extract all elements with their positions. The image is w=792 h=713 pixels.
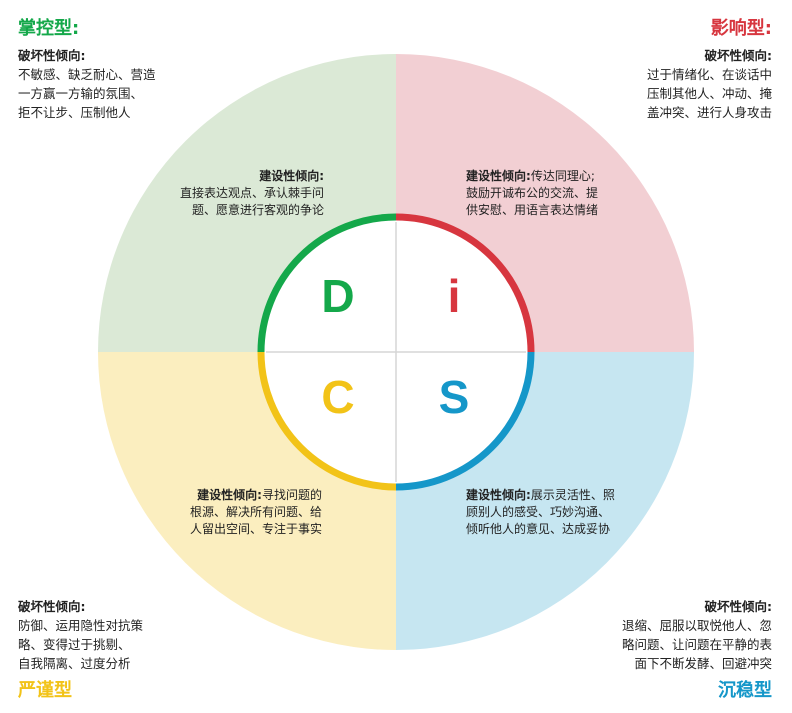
text-line: 略问题、让问题在平静的表 bbox=[621, 637, 772, 652]
text-line: 不敏感、缺乏耐心、营造 bbox=[18, 67, 156, 82]
constructive-block-c: 建设性倾向:寻找问题的 根源、解决所有问题、给 人留出空间、专注于事实 bbox=[190, 487, 322, 538]
text-line: 寻找问题的 bbox=[261, 488, 322, 502]
constructive-block-d: 建设性倾向: 直接表达观点、承认棘手问 题、愿意进行客观的争论 bbox=[180, 168, 324, 219]
destructive-block-c: 破坏性倾向: 防御、运用隐性对抗策 略、变得过于挑剔、 自我隔离、过度分析 bbox=[18, 597, 143, 673]
text-line: 面下不断发酵、回避冲突 bbox=[634, 656, 772, 671]
ring-arc-d bbox=[257, 213, 397, 353]
text-line: 供安慰、用语言表达情绪 bbox=[466, 203, 599, 217]
destructive-block-i: 破坏性倾向: 过于情绪化、在谈话中 压制其他人、冲动、掩 盖冲突、进行人身攻击 bbox=[647, 46, 772, 122]
title-influence: 影响型: bbox=[710, 18, 772, 39]
text-line: 顾别人的感受、巧妙沟通、 bbox=[466, 505, 611, 519]
text-line: 自我隔离、过度分析 bbox=[18, 656, 131, 671]
text-line: 题、愿意进行客观的争论 bbox=[191, 203, 324, 217]
destructive-label: 破坏性倾向: bbox=[704, 599, 773, 614]
title-conscientiousness: 严谨型 bbox=[18, 680, 72, 701]
letter-c: C bbox=[321, 371, 355, 423]
letter-i: i bbox=[447, 270, 461, 322]
letter-d: D bbox=[321, 270, 355, 322]
text-line: 展示灵活性、照 bbox=[530, 488, 615, 502]
text-line: 传达同理心; bbox=[530, 169, 595, 183]
text-line: 过于情绪化、在谈话中 bbox=[646, 67, 772, 82]
destructive-label: 破坏性倾向: bbox=[18, 48, 86, 63]
constructive-label: 建设性倾向: bbox=[466, 169, 531, 183]
ring-arc-s bbox=[395, 351, 535, 491]
text-line: 直接表达观点、承认棘手问 bbox=[179, 186, 324, 200]
text-line: 略、变得过于挑剔、 bbox=[18, 637, 131, 652]
destructive-label: 破坏性倾向: bbox=[18, 599, 86, 614]
text-line: 防御、运用隐性对抗策 bbox=[18, 618, 144, 633]
text-line: 压制其他人、冲动、掩 bbox=[646, 86, 772, 101]
title-dominance: 掌控型: bbox=[18, 18, 80, 39]
letter-s: S bbox=[438, 371, 470, 423]
constructive-label: 建设性倾向: bbox=[197, 488, 262, 502]
text-line: 根源、解决所有问题、给 bbox=[189, 505, 322, 519]
text-line: 一方赢一方输的氛围、 bbox=[18, 86, 144, 101]
text-line: 倾听他人的意见、达成妥协 bbox=[466, 522, 611, 536]
constructive-label: 建设性倾向: bbox=[466, 488, 531, 502]
destructive-block-d: 破坏性倾向: 不敏感、缺乏耐心、营造 一方赢一方输的氛围、 拒不让步、压制他人 bbox=[18, 46, 156, 122]
title-steadiness: 沉稳型 bbox=[718, 680, 772, 701]
destructive-label: 破坏性倾向: bbox=[704, 48, 773, 63]
ring-arc-c bbox=[257, 351, 397, 491]
destructive-block-s: 破坏性倾向: 退缩、屈服以取悦他人、忽 略问题、让问题在平静的表 面下不断发酵、… bbox=[622, 597, 772, 673]
constructive-block-s: 建设性倾向:展示灵活性、照 顾别人的感受、巧妙沟通、 倾听他人的意见、达成妥协 bbox=[466, 487, 615, 538]
constructive-block-i: 建设性倾向:传达同理心; 鼓励开诚布公的交流、提 供安慰、用语言表达情绪 bbox=[466, 168, 598, 219]
text-line: 鼓励开诚布公的交流、提 bbox=[466, 186, 599, 200]
ring-arc-i bbox=[395, 213, 535, 353]
text-line: 盖冲突、进行人身攻击 bbox=[646, 105, 772, 120]
text-line: 退缩、屈服以取悦他人、忽 bbox=[621, 618, 772, 633]
constructive-label: 建设性倾向: bbox=[259, 169, 324, 183]
text-line: 拒不让步、压制他人 bbox=[18, 105, 131, 120]
text-line: 人留出空间、专注于事实 bbox=[189, 522, 322, 536]
